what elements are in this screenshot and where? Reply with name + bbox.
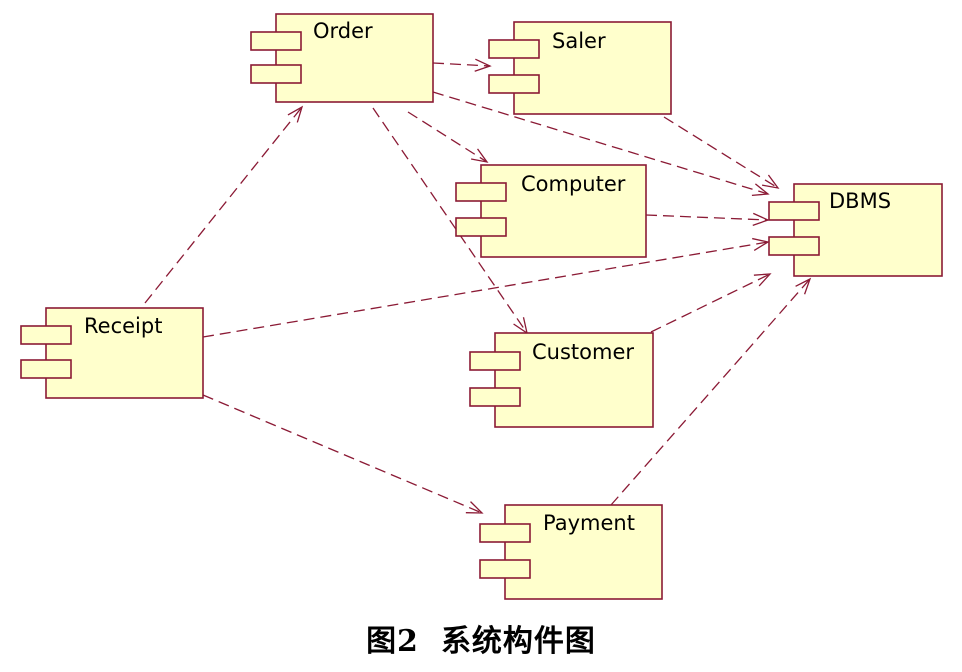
component-port-2 (20, 359, 72, 379)
dependency-arrow-customer-to-dbms (650, 273, 772, 333)
component-port-1 (20, 325, 72, 345)
component-body (480, 164, 647, 258)
component-port-2 (469, 387, 521, 407)
dependency-arrow-receipt-to-payment (202, 394, 484, 514)
dependency-arrow-order-to-customer (372, 107, 528, 335)
component-dbms: DBMS (768, 183, 943, 277)
dependency-layer (144, 58, 812, 514)
component-port-2 (455, 217, 507, 237)
component-label: Computer (521, 172, 626, 196)
component-body (504, 504, 663, 600)
component-body (513, 21, 672, 115)
component-port-2 (479, 559, 531, 579)
figure-title: 系统构件图 (440, 624, 596, 659)
dependency-arrow-computer-to-dbms (645, 212, 770, 226)
component-port-2 (488, 74, 540, 94)
component-port-1 (455, 182, 507, 202)
dependency-arrow-receipt-to-dbms (202, 237, 770, 338)
component-body (494, 332, 654, 428)
figure-caption: 图2 系统构件图 (0, 612, 962, 672)
component-saler: Saler (488, 21, 672, 115)
component-port-1 (250, 31, 302, 51)
component-port-1 (479, 523, 531, 543)
component-port-1 (469, 351, 521, 371)
dependency-arrow-saler-to-dbms (663, 116, 780, 189)
component-label: Saler (552, 29, 606, 53)
component-port-2 (768, 236, 820, 256)
component-label: DBMS (829, 189, 891, 213)
component-computer: Computer (455, 164, 647, 258)
component-payment: Payment (479, 504, 663, 600)
component-label: Order (313, 19, 373, 43)
component-port-1 (768, 201, 820, 221)
component-body (45, 307, 204, 399)
component-body (793, 183, 943, 277)
component-label: Receipt (84, 314, 162, 338)
component-receipt: Receipt (20, 307, 204, 399)
component-label: Customer (532, 340, 634, 364)
component-port-2 (250, 64, 302, 84)
component-label: Payment (543, 511, 635, 535)
dependency-arrow-receipt-to-order (144, 105, 304, 304)
dependency-arrow-order-to-computer (407, 111, 489, 163)
figure-number: 图2 (366, 624, 419, 659)
component-customer: Customer (469, 332, 654, 428)
component-body (275, 13, 434, 103)
component-port-1 (488, 39, 540, 59)
dependency-arrow-order-to-dbms (432, 91, 770, 197)
component-order: Order (250, 13, 434, 103)
dependency-arrow-order-to-saler (432, 58, 492, 72)
